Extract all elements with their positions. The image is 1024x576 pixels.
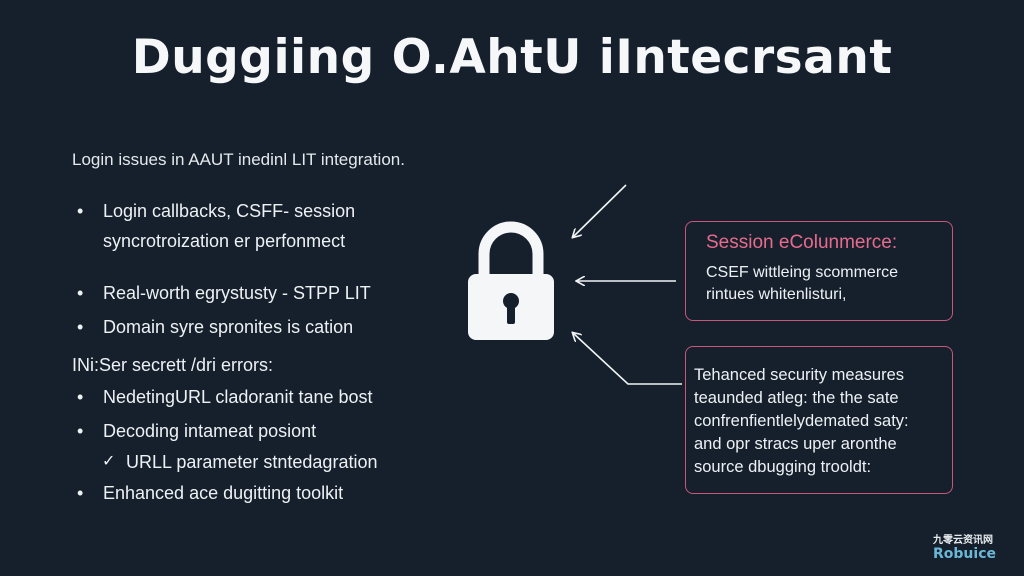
session-callout-line: CSEF wittleing scommerce [706,264,899,281]
slide-title: Duggiing O.AhtU iIntecrsant [131,30,893,85]
security-callout-text: Tehanced security measures teaunded atle… [694,364,909,479]
sub-bullet-2-text: Decoding intameat posiont [103,421,317,441]
session-callout-box: Session eColunmerce: CSEF wittleing scom… [685,221,953,321]
session-callout-line: rintues whitenlisturi, [706,286,847,303]
session-callout-title: Session eColunmerce: [706,232,898,253]
sub-bullet-1-text: NedetingURL cladoranit tane bost [103,387,373,407]
bullet-1: • Login callbacks, CSFF- session syncrot… [77,196,356,256]
bullet-2: • Real-worth egrystusty - STPP LIT [77,278,371,308]
last-bullet-text: Enhanced ace dugitting toolkit [103,483,344,503]
check-item: ✓ URLL parameter stntedagration [102,447,378,477]
security-callout-box: Tehanced security measures teaunded atle… [685,346,953,494]
watermark-top: 九零云资讯网 [933,535,994,546]
padlock-icon [466,218,556,342]
sub-bullet-1: • NedetingURL cladoranit tane bost [77,382,373,412]
security-callout-line: confrenfientlelydemated saty: [694,412,909,430]
bullet-dot: • [77,421,84,441]
sub-bullet-2: • Decoding intameat posiont [77,416,317,446]
bullet-dot: • [77,387,84,407]
bullet-dot: • [77,483,84,503]
bullet-dot: • [77,283,84,303]
security-callout-line: teaunded atleg: the the sate [694,389,899,407]
check-item-text: URLL parameter stntedagration [126,452,378,472]
last-bullet: • Enhanced ace dugitting toolkit [77,478,344,508]
session-callout-text: CSEF wittleing scommerce rintues whitenl… [706,262,898,306]
watermark: 九零云资讯网 Robuice [933,531,996,562]
arrow-top [573,184,627,237]
intro-text: Login issues in AAUT inedinl LIT integra… [72,150,405,169]
bullet-dot: • [77,317,84,337]
bullet-3-text: Domain syre spronites is cation [103,317,354,337]
bullet-dot: • [77,201,84,221]
watermark-bottom: Robuice [933,546,996,562]
security-callout-line: and opr stracs uper aronthe [694,435,897,453]
bullet-1-line2: syncrotroization er perfonmect [103,231,346,251]
security-callout-line: Tehanced security measures [694,366,905,384]
section-heading: INi:Ser secrett /dri errors: [72,355,274,375]
bullet-2-text: Real-worth egrystusty - STPP LIT [103,283,371,303]
check-icon: ✓ [102,453,116,470]
security-callout-line: source dbugging trooldt: [694,458,872,476]
bullet-3: • Domain syre spronites is cation [77,312,354,342]
bullet-1-line1: Login callbacks, CSFF- session [103,201,356,221]
arrow-bottom [573,333,682,385]
